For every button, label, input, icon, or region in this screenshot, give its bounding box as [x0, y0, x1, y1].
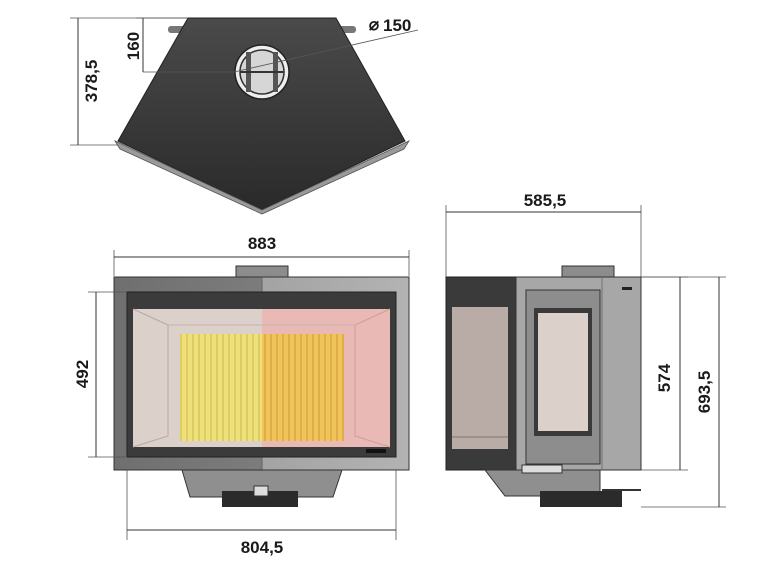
top-view: [70, 17, 419, 215]
side-ash-drawer: [540, 491, 622, 507]
front-ash-drawer: [222, 491, 298, 507]
flue-collar: [234, 44, 290, 100]
opening-height-label: 492: [73, 360, 92, 388]
front-view: [88, 250, 410, 540]
front-width-label: 883: [248, 234, 276, 253]
flue-diameter-label: 150: [383, 16, 411, 35]
flue-diameter-symbol: ⌀: [369, 15, 380, 34]
front-base: [181, 469, 343, 498]
door-height-label: 574: [655, 363, 674, 392]
flue-offset-label: 160: [124, 32, 143, 60]
side-view: [445, 205, 726, 508]
front-door-handle: [366, 449, 386, 453]
front-grate-left: [180, 334, 262, 441]
top-depth-label: 378,5: [82, 60, 101, 103]
hood-front-rim: [113, 140, 411, 215]
side-depth-label: 585,5: [524, 191, 567, 210]
side-flue-stub: [561, 265, 615, 279]
front-flue-stub: [235, 265, 289, 279]
hood-body: [117, 17, 406, 211]
front-grate-right: [262, 334, 344, 441]
base-width-label: 804,5: [241, 538, 284, 557]
total-height-label: 693,5: [695, 371, 714, 414]
